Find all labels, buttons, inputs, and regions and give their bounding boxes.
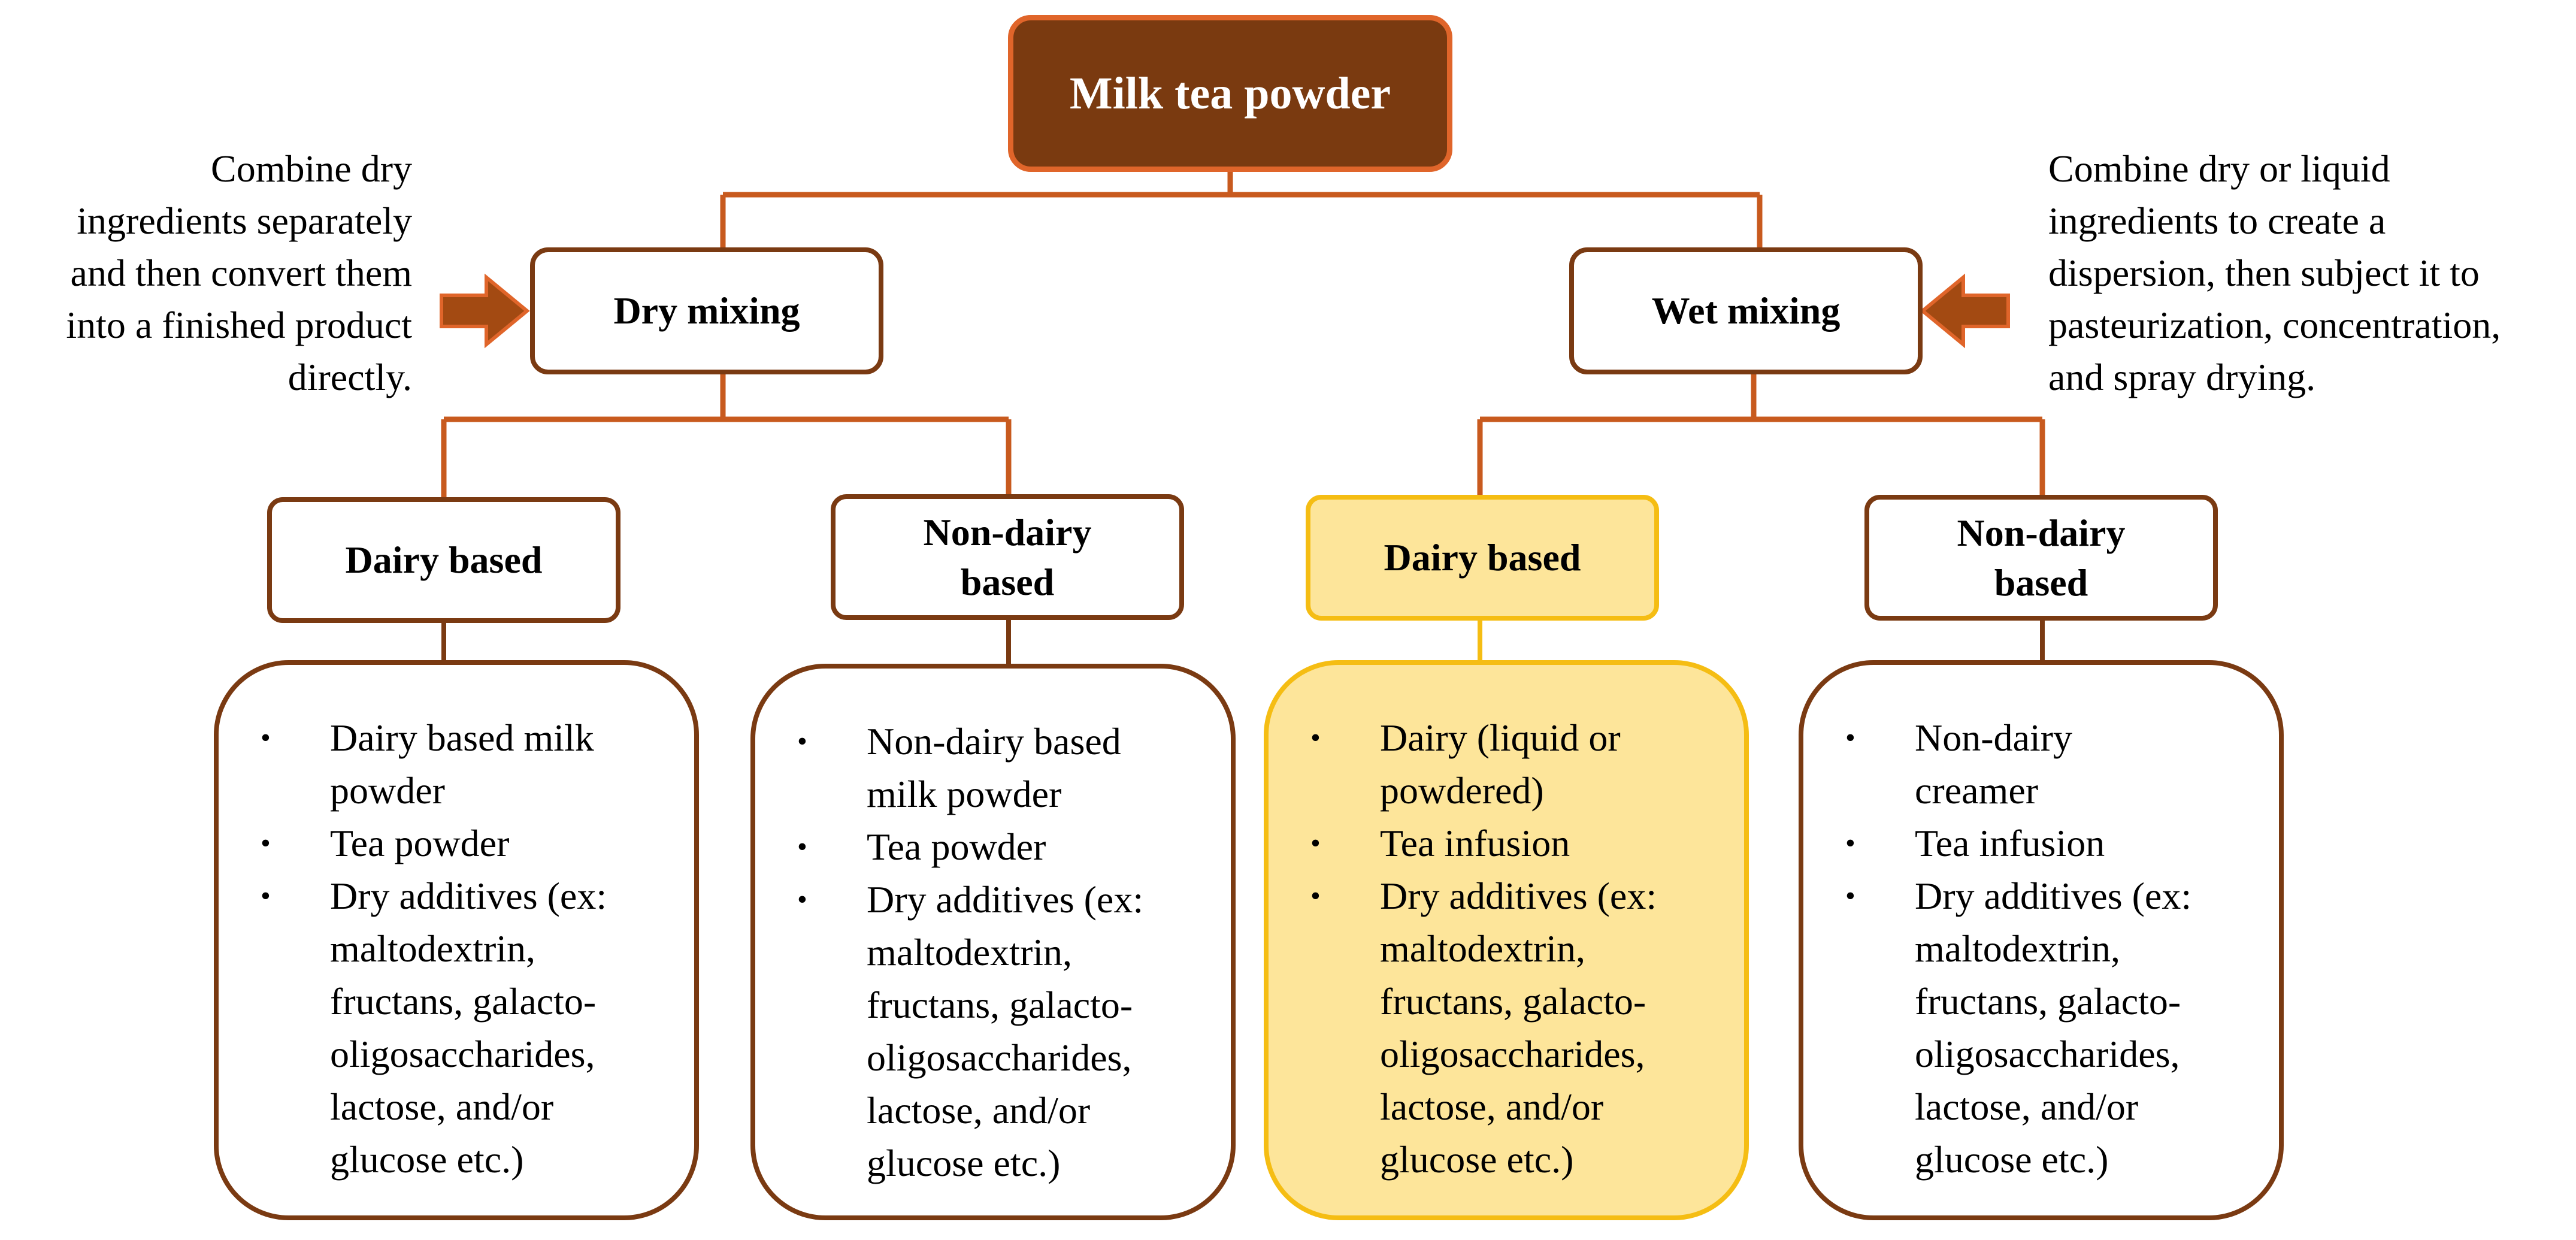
bullet-icon: •: [1310, 880, 1321, 912]
bullet-icon: •: [1845, 722, 1855, 754]
ingredient-list-wet-dairy: • Dairy (liquid or powdered) • Tea infusio…: [1264, 660, 1749, 1220]
list-item-text: Dairy (liquid or powdered): [1380, 716, 1621, 812]
wet-mixing-label: Wet mixing: [1651, 289, 1841, 332]
list-item-text: Tea infusion: [1915, 822, 2105, 864]
category-wet-nondairy: Non-dairy based: [1864, 495, 2218, 621]
category-label: Dairy based: [345, 539, 543, 582]
bullet-icon: •: [1310, 827, 1321, 859]
list-item: • Dry additives (ex: maltodextrin, fructa…: [1310, 870, 1720, 1186]
list-item-text: Tea powder: [330, 822, 510, 864]
arrow-right-icon: [440, 273, 530, 349]
root-node: Milk tea powder: [1008, 15, 1452, 172]
list-item-text: Dry additives (ex: maltodextrin, fructan…: [330, 875, 607, 1181]
list-item-text: Dry additives (ex: maltodextrin, fructan…: [1380, 875, 1657, 1181]
dry-mixing-description: Combine dry ingredients separately and t…: [66, 147, 412, 398]
bullet-icon: •: [1845, 827, 1855, 859]
ingredient-list-wet-nondairy: • Non-dairy creamer • Tea infusion • Dry ad…: [1799, 660, 2284, 1220]
connector-dry-to-categories: [441, 374, 1012, 497]
list-item-text: Dry additives (ex: maltodextrin, fructan…: [1915, 875, 2192, 1181]
list-item: • Non-dairy based milk powder: [797, 715, 1207, 821]
list-item: • Dry additives (ex: maltodextrin, fructa…: [1845, 870, 2255, 1186]
list-item-text: Non-dairy based milk powder: [867, 720, 1121, 815]
list-item: • Tea infusion: [1845, 817, 2255, 870]
bullet-icon: •: [261, 722, 271, 754]
category-label: Non-dairy based: [1957, 511, 2126, 604]
bullet-icon: •: [261, 880, 271, 912]
category-label: Dairy based: [1384, 536, 1581, 579]
category-dry-nondairy: Non-dairy based: [831, 494, 1184, 620]
list-item: • Dairy (liquid or powdered): [1310, 712, 1720, 817]
list-item-text: Tea infusion: [1380, 822, 1570, 864]
list-item: • Tea infusion: [1310, 817, 1720, 870]
connector-root-to-mixing: [720, 172, 1763, 247]
arrow-left-icon: [1920, 273, 2010, 349]
bullet-icon: •: [797, 884, 807, 915]
list-item: • Dairy based milk powder: [261, 712, 670, 817]
bullet-icon: •: [261, 827, 271, 859]
list-item: • Tea powder: [797, 821, 1207, 873]
wet-mixing-description: Combine dry or liquid ingredients to cre…: [2048, 147, 2501, 398]
category-wet-dairy: Dairy based: [1306, 495, 1659, 621]
bullet-icon: •: [797, 831, 807, 863]
bullet-icon: •: [1310, 722, 1321, 754]
list-item-text: Tea powder: [867, 825, 1046, 868]
category-label: Non-dairy based: [923, 510, 1092, 603]
list-item: • Non-dairy creamer: [1845, 712, 2255, 817]
list-item: • Dry additives (ex: maltodextrin, fructa…: [261, 870, 670, 1186]
category-dry-dairy: Dairy based: [267, 497, 620, 623]
list-item-text: Non-dairy creamer: [1915, 716, 2073, 812]
list-item: • Dry additives (ex: maltodextrin, fructa…: [797, 873, 1207, 1190]
wet-mixing-node: Wet mixing: [1569, 247, 1923, 374]
root-label: Milk tea powder: [1069, 68, 1391, 119]
list-item-text: Dry additives (ex: maltodextrin, fructan…: [867, 878, 1144, 1184]
bullet-icon: •: [797, 725, 807, 757]
dry-mixing-label: Dry mixing: [613, 289, 800, 332]
list-item: • Tea powder: [261, 817, 670, 870]
connector-wet-to-categories: [1477, 374, 2045, 495]
ingredient-list-dry-nondairy: • Non-dairy based milk powder • Tea powder…: [750, 664, 1236, 1220]
dry-mixing-node: Dry mixing: [530, 247, 883, 374]
bullet-icon: •: [1845, 880, 1855, 912]
list-item-text: Dairy based milk powder: [330, 716, 594, 812]
ingredient-list-dry-dairy: • Dairy based milk powder • Tea powder • Dr…: [214, 660, 699, 1220]
